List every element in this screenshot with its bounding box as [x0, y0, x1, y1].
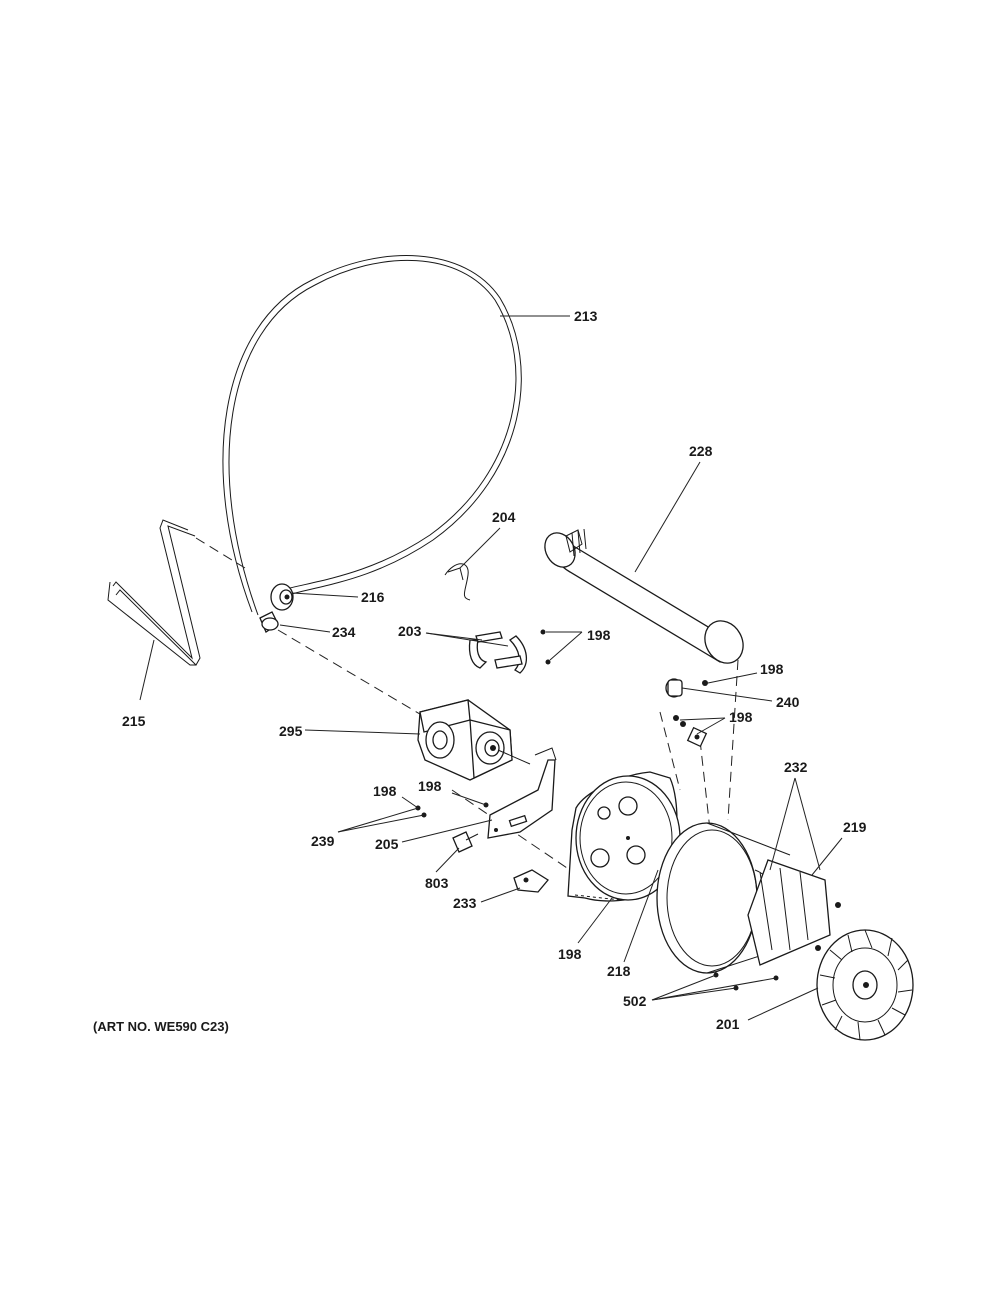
- idler-pulley: [259, 583, 294, 633]
- housing-frame: [747, 859, 841, 966]
- callout-239: 239: [311, 833, 335, 849]
- belt-switch: [665, 678, 708, 748]
- callout-205: 205: [375, 836, 399, 852]
- lint-duct: [544, 528, 744, 664]
- callout-803: 803: [425, 875, 449, 891]
- motor-straps: [468, 631, 527, 674]
- callout-232: 232: [784, 759, 808, 775]
- art-number: (ART NO. WE590 C23): [93, 1019, 229, 1034]
- callout-502: 502: [623, 993, 647, 1009]
- motor-bracket: [487, 747, 557, 839]
- leader-lines: [139, 315, 843, 1021]
- harness-clip: [444, 563, 471, 601]
- callout-240: 240: [776, 694, 800, 710]
- callout-198-240: 198: [760, 661, 784, 677]
- blower-wheel: [816, 929, 914, 1041]
- callout-198-mid: 198: [729, 709, 753, 725]
- callout-198-top: 198: [587, 627, 611, 643]
- idler-spring-rod: [107, 519, 201, 666]
- callout-215: 215: [122, 713, 146, 729]
- callout-labels: 213 228 204 216 234 203 198 198 240 198 …: [122, 308, 867, 1032]
- housing-bracket: [513, 869, 549, 893]
- callout-216: 216: [361, 589, 385, 605]
- drive-belt: [222, 255, 522, 616]
- callout-219: 219: [843, 819, 867, 835]
- thermistor: [452, 831, 479, 853]
- callout-218: 218: [607, 963, 631, 979]
- callout-201: 201: [716, 1016, 740, 1032]
- callout-203: 203: [398, 623, 422, 639]
- callout-234: 234: [332, 624, 356, 640]
- callout-233: 233: [453, 895, 477, 911]
- callout-198-a: 198: [418, 778, 442, 794]
- callout-213: 213: [574, 308, 598, 324]
- blower-housing: [567, 771, 681, 902]
- callout-228: 228: [689, 443, 713, 459]
- callout-198-bottom: 198: [558, 946, 582, 962]
- drive-motor: [417, 699, 531, 781]
- callout-204: 204: [492, 509, 516, 525]
- callout-198-b: 198: [373, 783, 397, 799]
- callout-295: 295: [279, 723, 303, 739]
